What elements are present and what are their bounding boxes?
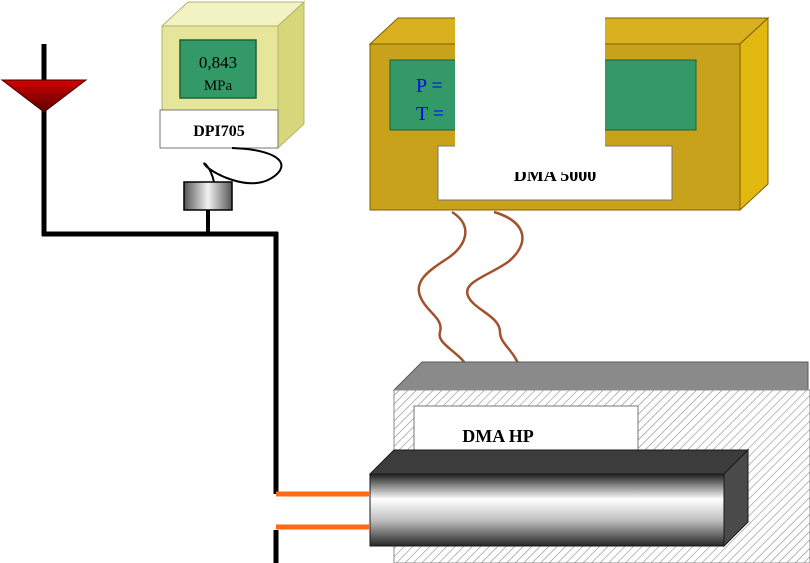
gauge-screen — [179, 39, 257, 99]
gauge-reading-value: 0,843 — [199, 53, 237, 72]
gauge-cable — [203, 147, 283, 185]
cylinder-front-face — [369, 473, 725, 547]
hp-cell: DMA HP — [368, 361, 810, 563]
meter-readout-t: T = — [416, 103, 444, 125]
signal-cables — [417, 210, 524, 369]
gauge-label-plate — [159, 109, 279, 149]
pressure-sensor — [183, 181, 233, 211]
capillary-tubes — [276, 491, 370, 530]
cable-left — [417, 210, 470, 369]
density-meter: P = T = DMA 5000 — [368, 0, 770, 212]
cylinder-top-face — [368, 449, 750, 475]
gauge-model-label: DPI705 — [193, 123, 245, 140]
gauge-side-face — [277, 0, 305, 150]
meter-readout-p: P = — [416, 75, 443, 97]
valve-symbol — [0, 79, 88, 113]
gauge-reading-unit: MPa — [204, 78, 233, 94]
cell-top-face — [392, 361, 809, 391]
cell-model-label: DMA HP — [462, 426, 534, 446]
overlay-block — [455, 0, 605, 172]
meter-side-face — [739, 16, 769, 212]
pressure-gauge: 0,843 MPa DPI705 — [159, 0, 306, 211]
pipe-network — [41, 44, 279, 563]
cable-right — [465, 210, 524, 369]
